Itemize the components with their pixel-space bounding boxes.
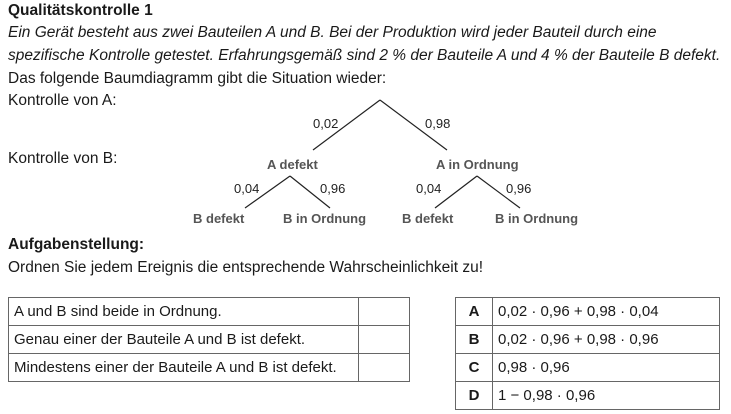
- option-letter: D: [455, 381, 493, 410]
- event-text: Mindestens einer der Bauteile A und B is…: [8, 353, 359, 382]
- node-right-b-ok: B in Ordnung: [495, 211, 579, 226]
- option-expr: 0,02 · 0,96 + 0,98 · 0,04: [492, 297, 720, 326]
- node-a-ok: A in Ordnung: [436, 157, 519, 172]
- intro-line-1: Ein Gerät besteht aus zwei Bauteilen A u…: [8, 24, 657, 41]
- prob-left-b-ok: 0,96: [320, 181, 346, 196]
- node-left-b-defect: B defekt: [193, 211, 245, 226]
- node-a-defect: A defekt: [267, 157, 318, 172]
- prob-a-ok: 0,98: [425, 116, 451, 131]
- intro-line-2: spezifische Kontrolle getestet. Erfahrun…: [8, 47, 721, 64]
- option-expr: 0,98 · 0,96: [492, 353, 720, 382]
- prob-right-b-defect: 0,04: [416, 181, 442, 196]
- branch-left-b-defect: [244, 175, 291, 209]
- page-title: Qualitätskontrolle 1: [8, 2, 153, 19]
- branch-right-b-ok: [476, 175, 521, 209]
- answer-cell[interactable]: [358, 325, 410, 354]
- answer-cell[interactable]: [358, 353, 410, 382]
- prob-right-b-ok: 0,96: [506, 181, 532, 196]
- table-row: Genau einer der Bauteile A und B ist def…: [8, 325, 410, 354]
- option-expr: 1 − 0,98 · 0,96: [492, 381, 720, 410]
- branch-a-defect: [312, 99, 381, 151]
- answer-cell[interactable]: [358, 297, 410, 326]
- branch-right-b-defect: [434, 175, 478, 209]
- table-row: Mindestens einer der Bauteile A und B is…: [8, 353, 410, 382]
- level-b-label: Kontrolle von B:: [8, 150, 118, 167]
- prob-a-defect: 0,02: [313, 116, 339, 131]
- events-table: A und B sind beide in Ordnung. Genau ein…: [8, 297, 410, 382]
- event-text: Genau einer der Bauteile A und B ist def…: [8, 325, 359, 354]
- option-letter: C: [455, 353, 493, 382]
- intro-line-3: Das folgende Baumdiagramm gibt die Situa…: [8, 70, 387, 87]
- node-right-b-defect: B defekt: [402, 211, 454, 226]
- option-expr: 0,02 · 0,96 + 0,98 · 0,96: [492, 325, 720, 354]
- node-left-b-ok: B in Ordnung: [283, 211, 367, 226]
- level-a-label: Kontrolle von A:: [8, 92, 117, 109]
- prob-left-b-defect: 0,04: [234, 181, 260, 196]
- event-text: A und B sind beide in Ordnung.: [8, 297, 359, 326]
- task-text: Ordnen Sie jedem Ereignis die entspreche…: [8, 259, 484, 276]
- option-letter: A: [455, 297, 493, 326]
- table-row: A und B sind beide in Ordnung.: [8, 297, 410, 326]
- branch-a-ok: [379, 99, 448, 151]
- option-letter: B: [455, 325, 493, 354]
- task-heading: Aufgabenstellung:: [8, 236, 145, 253]
- branch-left-b-ok: [289, 175, 331, 209]
